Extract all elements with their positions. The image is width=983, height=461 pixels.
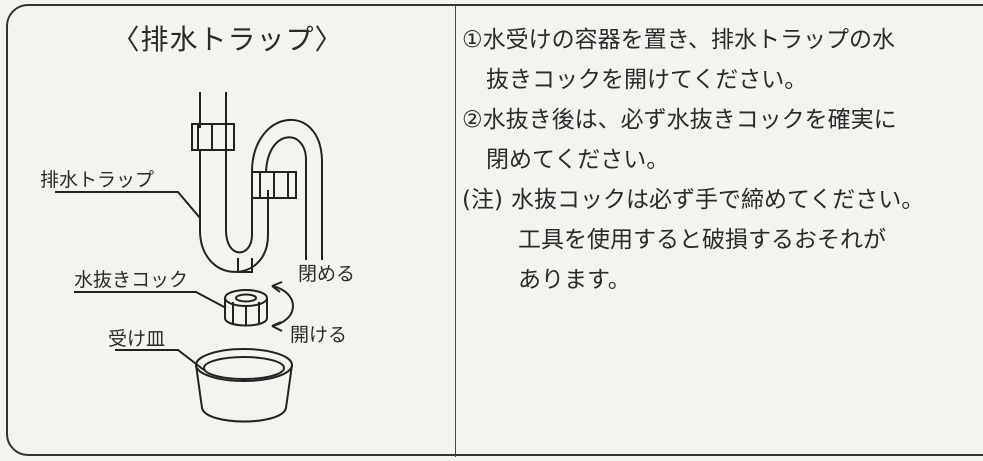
instructions: ①水受けの容器を置き、排水トラップの水 抜きコックを開けてください。 ②水抜き後… [462,20,982,300]
label-open: 開ける [290,324,347,346]
step1-line2: 抜きコックを開けてください。 [486,67,808,93]
label-drain-cock: 水抜きコック [74,269,188,291]
drain-trap-illustration: 排水トラップ 水抜きコック 閉める 開ける 受け皿 [40,92,355,423]
trap-leader [55,191,201,219]
u-bend [199,229,269,273]
step1-line1: ①水受けの容器を置き、排水トラップの水 [462,27,896,53]
drain-spout [237,258,253,273]
rotation-arrow [271,285,294,327]
outlet-pipe [251,119,323,260]
cock-leader [74,291,227,309]
step2-line2: 閉めてください。 [486,147,670,173]
inlet-pipe [199,92,227,128]
label-tray: 受け皿 [108,328,165,350]
note-head: (注) [462,187,503,213]
tray-body [195,364,293,423]
tray-rim [195,348,293,382]
illustration-title: 〈排水トラップ〉 [111,23,344,56]
step2-line1: ②水抜き後は、必ず水抜きコックを確実に [462,107,897,133]
note-line1: 水抜コックは必ず手で締めてください。 [510,187,925,213]
upper-nut [191,123,235,151]
tray-leader [115,349,205,371]
note-row: (注) 水抜コックは必ず手で締めてください。 [462,180,982,220]
column-divider [455,5,456,457]
right-nut [251,171,297,199]
note-line2: 工具を使用すると破損するおそれが [518,227,886,253]
cock-top [224,289,268,307]
label-close: 閉める [298,263,355,285]
panel-frame [6,4,983,456]
left-leg [199,150,227,230]
note-line3: あります。 [518,267,631,293]
label-drain-trap: 排水トラップ [40,169,154,191]
